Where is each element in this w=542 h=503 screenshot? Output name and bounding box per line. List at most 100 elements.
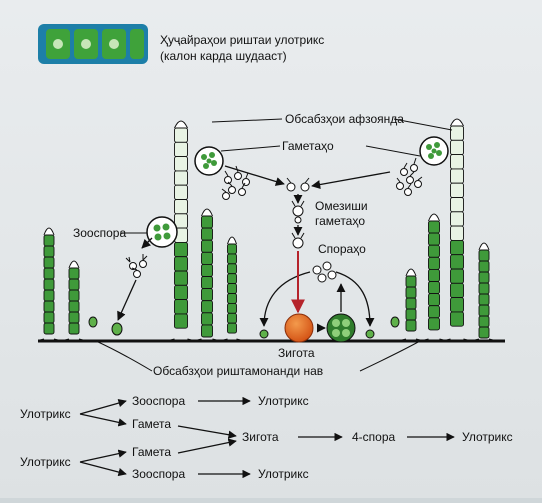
filament-cell — [479, 327, 489, 338]
filament-cell — [44, 257, 54, 268]
filament-cell — [175, 157, 188, 171]
flow-scheme: Улотрикс Зооспора Улотрикс Гамета Зигота… — [20, 394, 513, 481]
filament-cell — [228, 284, 237, 294]
released-spores — [313, 262, 336, 282]
flow-arrow-9 — [80, 462, 126, 474]
filament-cell — [175, 271, 188, 285]
flow-arrow-5 — [178, 441, 236, 453]
filament-cell — [228, 323, 237, 333]
flow-row2-zoospore: Зооспора — [132, 467, 185, 481]
left-gametangium — [195, 147, 223, 175]
right-gamete-cluster — [397, 158, 423, 196]
filament-cell — [479, 261, 489, 272]
filament-cell — [479, 272, 489, 283]
flow-zygote: Зигота — [242, 430, 279, 444]
filament-cell — [429, 318, 440, 330]
fusing-gametes — [287, 178, 309, 248]
filament-cell — [479, 294, 489, 305]
label-zygote: Зигота — [278, 346, 315, 360]
filament-cell — [451, 183, 464, 197]
filament-cell — [228, 274, 237, 284]
filament-cell — [202, 252, 213, 264]
filament-cell — [175, 171, 188, 185]
filament-cell — [228, 313, 237, 323]
magnified-filament-cells — [38, 24, 148, 64]
leader-mature-left — [212, 119, 282, 122]
filament-cell — [202, 264, 213, 276]
filament-cell — [429, 282, 440, 294]
label-fusion-line1: Омезиши — [315, 199, 368, 213]
filament-cell — [479, 250, 489, 261]
flow-arrow-4 — [178, 426, 236, 436]
flow-arrow-1 — [80, 401, 126, 414]
filament-cell — [228, 303, 237, 313]
filament-left-small — [224, 237, 241, 340]
leader-young-right — [360, 341, 420, 371]
flow-row1-gamete: Гамета — [132, 417, 171, 431]
filament-cell — [202, 313, 213, 325]
filament-cell — [44, 235, 54, 246]
label-mature-filaments: Обсабзҳои афзоянда — [285, 112, 404, 126]
filament-cell — [69, 279, 79, 290]
filament-cell — [429, 257, 440, 269]
filament-far-left — [40, 228, 58, 340]
filament-cell — [451, 255, 464, 269]
flow-row2-start: Улотрикс — [20, 455, 71, 469]
filament-cell — [44, 279, 54, 290]
filament-cell — [44, 312, 54, 323]
filament-cell — [202, 228, 213, 240]
header-title-line1: Ҳуҷайраҳои риштаи улотрикс — [160, 33, 324, 47]
free-zoospores — [126, 254, 147, 278]
filament-cell — [202, 216, 213, 228]
filament-cell — [69, 323, 79, 334]
label-gametes: Гаметаҳо — [282, 139, 334, 153]
flow-arrow-8 — [80, 452, 126, 462]
filament-cell — [429, 294, 440, 306]
label-young-filaments: Обсабзҳои риштамонанди нав — [153, 364, 323, 378]
filament-cell — [44, 268, 54, 279]
filament-cell — [228, 294, 237, 304]
flow-arrow-2 — [80, 414, 126, 424]
flow-four-spores: 4-спора — [352, 430, 396, 444]
flow-row1-zoospore: Зооспора — [132, 394, 185, 408]
filament-cell — [451, 212, 464, 226]
arrow-zoospore-release — [142, 238, 152, 248]
filament-cell — [406, 287, 416, 298]
arrow-zoospore-settle — [118, 280, 136, 320]
filament-cell — [175, 128, 188, 142]
filament-cell — [451, 169, 464, 183]
filament-cell — [175, 200, 188, 214]
filament-cell — [479, 305, 489, 316]
filament-cell — [175, 142, 188, 156]
filament-cell — [451, 226, 464, 240]
filament-cell — [69, 268, 79, 279]
filament-cell — [451, 240, 464, 254]
flow-row1-result: Улотрикс — [258, 394, 309, 408]
label-zoospore: Зооспора — [73, 226, 126, 240]
filament-cell — [228, 244, 237, 254]
filament-cell — [44, 246, 54, 257]
leader-young-left — [96, 341, 152, 371]
filament-cell — [406, 309, 416, 320]
label-spores: Спораҳо — [318, 242, 366, 256]
filament-cell — [451, 312, 464, 326]
filament-cell — [429, 306, 440, 318]
zygote-with-spores — [327, 314, 355, 342]
filament-cell — [175, 257, 188, 271]
filament-right-mid — [425, 214, 444, 340]
left-gamete-cluster — [222, 166, 250, 200]
filament-cell — [451, 298, 464, 312]
filament-cell — [451, 283, 464, 297]
flow-middle-result: Улотрикс — [462, 430, 513, 444]
filament-right-tall — [447, 119, 468, 340]
filament-cell — [202, 289, 213, 301]
filament-cell — [202, 301, 213, 313]
filament-cell — [406, 276, 416, 287]
filament-cell — [228, 254, 237, 264]
filament-right-small — [402, 269, 420, 340]
filament-cell — [451, 155, 464, 169]
filament-cell — [451, 126, 464, 140]
filament-left-mid — [198, 209, 217, 340]
filament-cell — [228, 264, 237, 274]
